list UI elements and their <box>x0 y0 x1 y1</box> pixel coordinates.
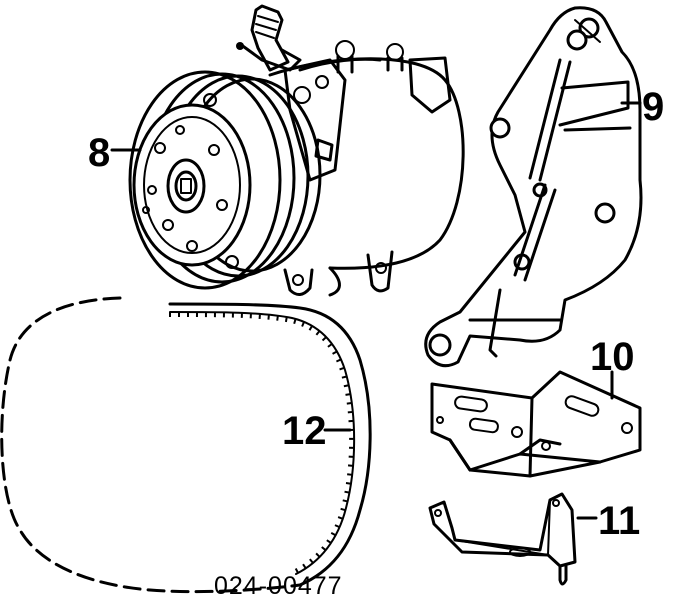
belt-tooth <box>267 314 270 320</box>
belt-tooth <box>276 315 279 321</box>
belt-tooth <box>294 568 299 574</box>
belt-tooth <box>332 350 338 355</box>
callout-12: 12 <box>282 409 327 453</box>
belt-tooth <box>334 524 340 529</box>
support-illustration <box>430 370 642 478</box>
belt-tooth <box>315 552 321 558</box>
belt-teeth <box>168 311 355 574</box>
belt-tooth <box>336 358 342 363</box>
belt-tooth <box>315 330 321 336</box>
belt-tooth <box>347 473 353 476</box>
belt-tooth <box>340 507 346 512</box>
belt-tooth <box>345 481 352 485</box>
belt-tooth <box>330 531 337 537</box>
belt-tooth <box>309 558 314 564</box>
belt-illustration <box>0 296 372 594</box>
belt-tooth <box>344 490 350 494</box>
callout-11: 11 <box>598 499 640 543</box>
belt-tooth <box>341 375 347 379</box>
belt-tooth <box>337 516 344 520</box>
callout-9: 9 <box>642 85 664 129</box>
belt-tooth <box>343 384 349 388</box>
bracket-illustration <box>424 6 643 368</box>
belt-tooth <box>342 499 348 503</box>
strap-illustration <box>428 492 598 586</box>
belt-tooth <box>308 325 313 331</box>
callout-8: 8 <box>88 131 110 175</box>
callout-10: 10 <box>590 335 635 379</box>
belt-tooth <box>293 318 297 324</box>
belt-tooth <box>302 563 307 569</box>
diagram-part-number: 024-00477 <box>214 572 343 600</box>
compressor-illustration <box>110 4 465 297</box>
belt-tooth <box>326 539 332 544</box>
belt-tooth <box>339 366 345 371</box>
belt-tooth <box>301 321 305 327</box>
belt-tooth <box>345 393 351 396</box>
belt-tooth <box>321 336 327 342</box>
belt-tooth <box>284 316 288 323</box>
belt-tooth <box>346 402 352 405</box>
belt-tooth <box>321 546 327 551</box>
belt-tooth <box>327 343 333 348</box>
